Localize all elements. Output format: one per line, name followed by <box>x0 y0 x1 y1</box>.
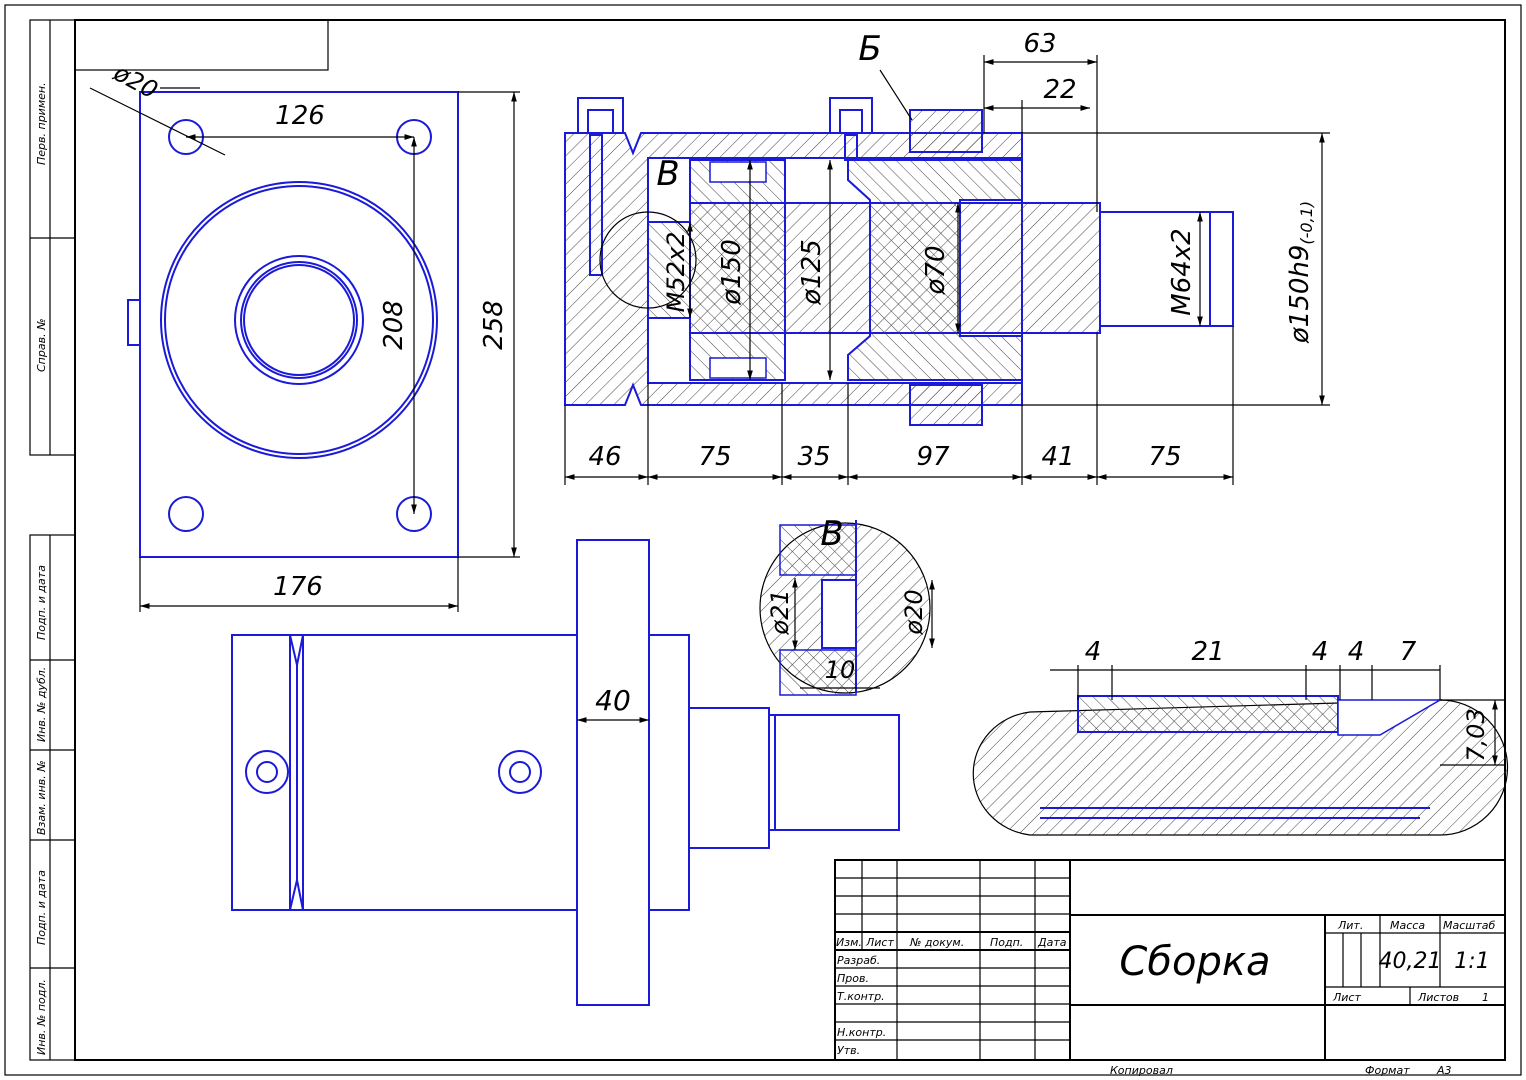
top-stamp-box <box>74 19 329 71</box>
flange-plate <box>139 91 459 558</box>
col-docnum: № докум. <box>909 936 964 949</box>
detail-b-dim-5: 7 <box>1400 637 1417 667</box>
side-label-podp-2: Подп. и дата <box>35 870 48 945</box>
side-label-sprav: Справ. № <box>35 318 48 372</box>
dim-125: ø125 <box>797 239 827 306</box>
label-sheets: Листов <box>1417 991 1459 1004</box>
dim-len-75b: 75 <box>1148 442 1181 472</box>
col-izm: Изм. <box>836 936 862 949</box>
row-prov: Пров. <box>837 972 869 985</box>
side-label-inv-podl: Инв. № подл. <box>35 979 48 1055</box>
side-label-perv: Перв. примен. <box>35 82 48 165</box>
title-block: Изм. Лист № докум. Подп. Дата Разраб. Пр… <box>834 859 1506 1077</box>
col-date: Дата <box>1037 936 1067 949</box>
col-sign: Подп. <box>990 936 1023 949</box>
dim-len-75: 75 <box>698 442 731 472</box>
dim-63: 63 <box>1023 29 1056 59</box>
detail-b-dim-3: 4 <box>1312 637 1329 667</box>
label-b: Б <box>858 29 881 69</box>
bolt-hole <box>168 496 204 532</box>
label-v: В <box>656 154 679 194</box>
detail-v-width: 10 <box>825 656 856 684</box>
dim-main-dia: ø150h9 <box>1285 245 1315 345</box>
detail-v-dia21: ø21 <box>766 589 794 635</box>
detail-b-dim-2: 21 <box>1191 637 1224 667</box>
label-copied: Копировал <box>1110 1064 1173 1077</box>
svg-text:ø150h9(-0,1): ø150h9(-0,1) <box>1285 201 1316 344</box>
side-label-vzam: Взам. инв. № <box>35 760 48 835</box>
label-mass: Масса <box>1390 919 1425 932</box>
dim-m64: M64x2 <box>1167 228 1197 315</box>
row-tkontr: Т.контр. <box>837 990 885 1003</box>
label-scale: Масштаб <box>1443 919 1495 932</box>
label-lit: Лит. <box>1337 919 1363 932</box>
front-view: 40 <box>231 539 900 1006</box>
detail-b-dim-4: 4 <box>1348 637 1365 667</box>
dim-258: 258 <box>479 300 509 350</box>
label-format: Формат <box>1365 1064 1410 1077</box>
dim-208: 208 <box>379 300 409 350</box>
detail-b-height: 7,03 <box>1462 708 1490 761</box>
side-label-podp-1: Подп. и дата <box>35 565 48 640</box>
value-scale: 1:1 <box>1454 949 1489 974</box>
dim-len-35: 35 <box>797 442 830 472</box>
col-list: Лист <box>865 936 894 949</box>
row-utv: Утв. <box>837 1044 860 1057</box>
dim-150: ø150 <box>717 239 747 306</box>
row-nkontr: Н.контр. <box>837 1026 886 1039</box>
dim-hole-dia: ø20 <box>108 58 162 104</box>
dim-40: 40 <box>595 684 631 717</box>
value-mass: 40,21 <box>1379 949 1442 974</box>
dim-main-tol: (-0,1) <box>1297 201 1316 245</box>
detail-v-label: В <box>820 514 843 554</box>
section-view: Б В 63 22 ø150h9(-0,1) M52x2 ø150 ø125 ø… <box>564 29 1330 485</box>
dim-m52: M52x2 <box>662 232 690 313</box>
value-format: А3 <box>1436 1064 1452 1077</box>
side-stamp: Перв. примен. Справ. № Подп. и дата Инв.… <box>29 19 76 1061</box>
dim-len-46: 46 <box>588 442 621 472</box>
dim-126: 126 <box>275 101 325 131</box>
outer-frame <box>4 4 1522 1076</box>
detail-b: 4 21 4 4 7 7,03 <box>972 637 1509 836</box>
detail-v: В ø21 ø20 10 <box>759 514 935 696</box>
dim-70: ø70 <box>921 246 951 296</box>
dim-len-41: 41 <box>1041 442 1074 472</box>
detail-v-dia20: ø20 <box>900 589 928 635</box>
top-view: 126 208 258 176 ø20 <box>89 58 520 612</box>
dim-22: 22 <box>1043 75 1076 105</box>
value-sheets: 1 <box>1482 991 1489 1004</box>
row-razrab: Разраб. <box>837 954 880 967</box>
side-label-inv-dubl: Инв. № дубл. <box>35 667 48 742</box>
dim-176: 176 <box>273 572 323 602</box>
dim-len-97: 97 <box>916 442 950 472</box>
label-sheet: Лист <box>1332 991 1361 1004</box>
drawing-title: Сборка <box>1119 939 1270 985</box>
detail-b-dim-1: 4 <box>1085 637 1102 667</box>
